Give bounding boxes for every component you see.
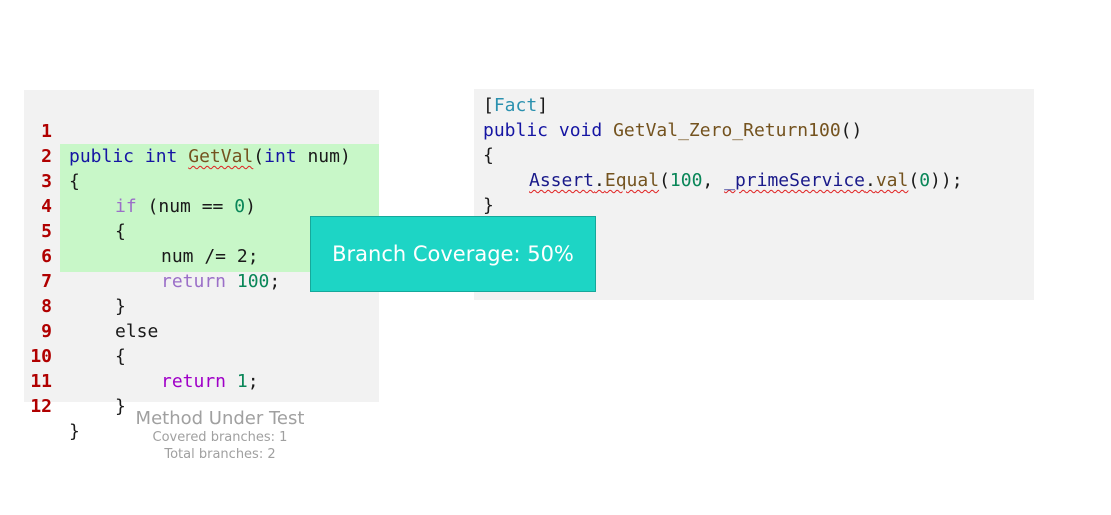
line-number: 7: [41, 271, 52, 292]
line-number: 12: [30, 396, 52, 417]
code-text: num /= 2;: [161, 246, 259, 267]
code-line: 7 }: [24, 244, 379, 317]
caption-title: Method Under Test: [135, 408, 305, 429]
line-number: 1: [41, 121, 52, 142]
code-text: if (num == 0): [115, 196, 256, 217]
line-number: 2: [41, 146, 52, 167]
line-number: 9: [41, 321, 52, 342]
code-line: 5 num /= 2;: [24, 194, 379, 267]
line-number: 8: [41, 296, 52, 317]
test-method-name: GetVal_Zero_Return100: [613, 120, 841, 141]
code-line: public void GetVal_Zero_Return100(): [483, 120, 863, 141]
code-line: 12 }: [24, 369, 379, 442]
line-number: 6: [41, 246, 52, 267]
code-text: {: [115, 221, 126, 242]
code-line: }: [483, 195, 494, 216]
code-text: }: [115, 396, 126, 417]
code-line: 11 }: [24, 344, 379, 417]
method-under-test-caption: Method Under Test Covered branches: 1 To…: [24, 408, 416, 463]
line-number: 11: [30, 371, 52, 392]
total-branches-text: Total branches: 2: [164, 447, 276, 462]
code-text: return 1;: [161, 371, 259, 392]
code-line: 2 {: [24, 119, 379, 192]
code-line: 6 return 100;: [24, 219, 379, 292]
method-name: GetVal: [188, 146, 254, 167]
branch-coverage-badge: Branch Coverage: 50%: [310, 216, 596, 292]
code-line: 4 {: [24, 169, 379, 242]
line-number: 5: [41, 221, 52, 242]
code-line: 3 if (num == 0): [24, 144, 379, 217]
code-text: }: [115, 296, 126, 317]
covered-branches-text: Covered branches: 1: [152, 430, 288, 445]
code-text: return 100;: [161, 271, 281, 292]
code-line: 10 return 1;: [24, 319, 379, 392]
code-line: 1 public int GetVal(int num): [24, 94, 379, 167]
code-text: }: [69, 421, 80, 442]
code-line: 8 else: [24, 269, 379, 342]
code-text: {: [115, 346, 126, 367]
code-line: Assert.Equal(100, _primeService.val(0));: [529, 170, 963, 191]
code-line: 9 {: [24, 294, 379, 367]
code-text: else: [115, 321, 159, 342]
line-number: 10: [30, 346, 52, 367]
code-text: {: [69, 171, 80, 192]
code-line: {: [483, 145, 494, 166]
code-text: public int GetVal(int num): [69, 146, 351, 167]
line-number: 4: [41, 196, 52, 217]
line-number: 3: [41, 171, 52, 192]
code-line: [Fact]: [483, 95, 549, 116]
